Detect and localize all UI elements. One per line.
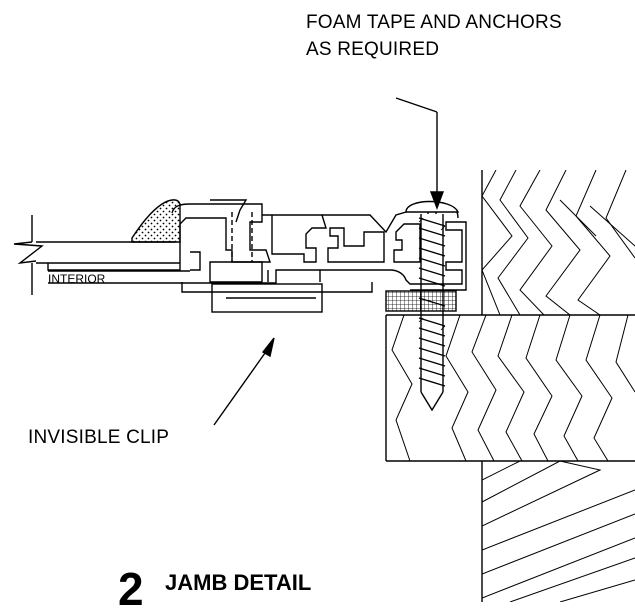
- frame-section: [48, 199, 467, 293]
- leader-foam-tape: [395, 97, 445, 210]
- label-invisible-clip: INVISIBLE CLIP: [28, 427, 170, 448]
- detail-title: JAMB DETAIL: [165, 570, 312, 595]
- glazing-sealant: [131, 199, 181, 243]
- wood-framing: [385, 170, 635, 602]
- middle-wood-grain: [391, 315, 635, 461]
- anchor-screw: [405, 200, 460, 412]
- invisible-clip: [211, 212, 323, 313]
- jamb-detail-drawing: FOAM TAPE AND ANCHORS AS REQUIRED INTERI…: [13, 12, 635, 612]
- detail-svg: [13, 97, 635, 602]
- label-foam-tape-line1: FOAM TAPE AND ANCHORS: [306, 12, 562, 33]
- glazing-bead: [47, 203, 271, 272]
- label-interior: INTERIOR: [48, 272, 106, 286]
- leader-invisible-clip: [213, 337, 275, 426]
- label-foam-tape-line2: AS REQUIRED: [306, 39, 440, 60]
- lower-wood-grain: [482, 461, 635, 602]
- detail-number: 2: [118, 563, 144, 615]
- upper-wood-grain: [482, 170, 635, 315]
